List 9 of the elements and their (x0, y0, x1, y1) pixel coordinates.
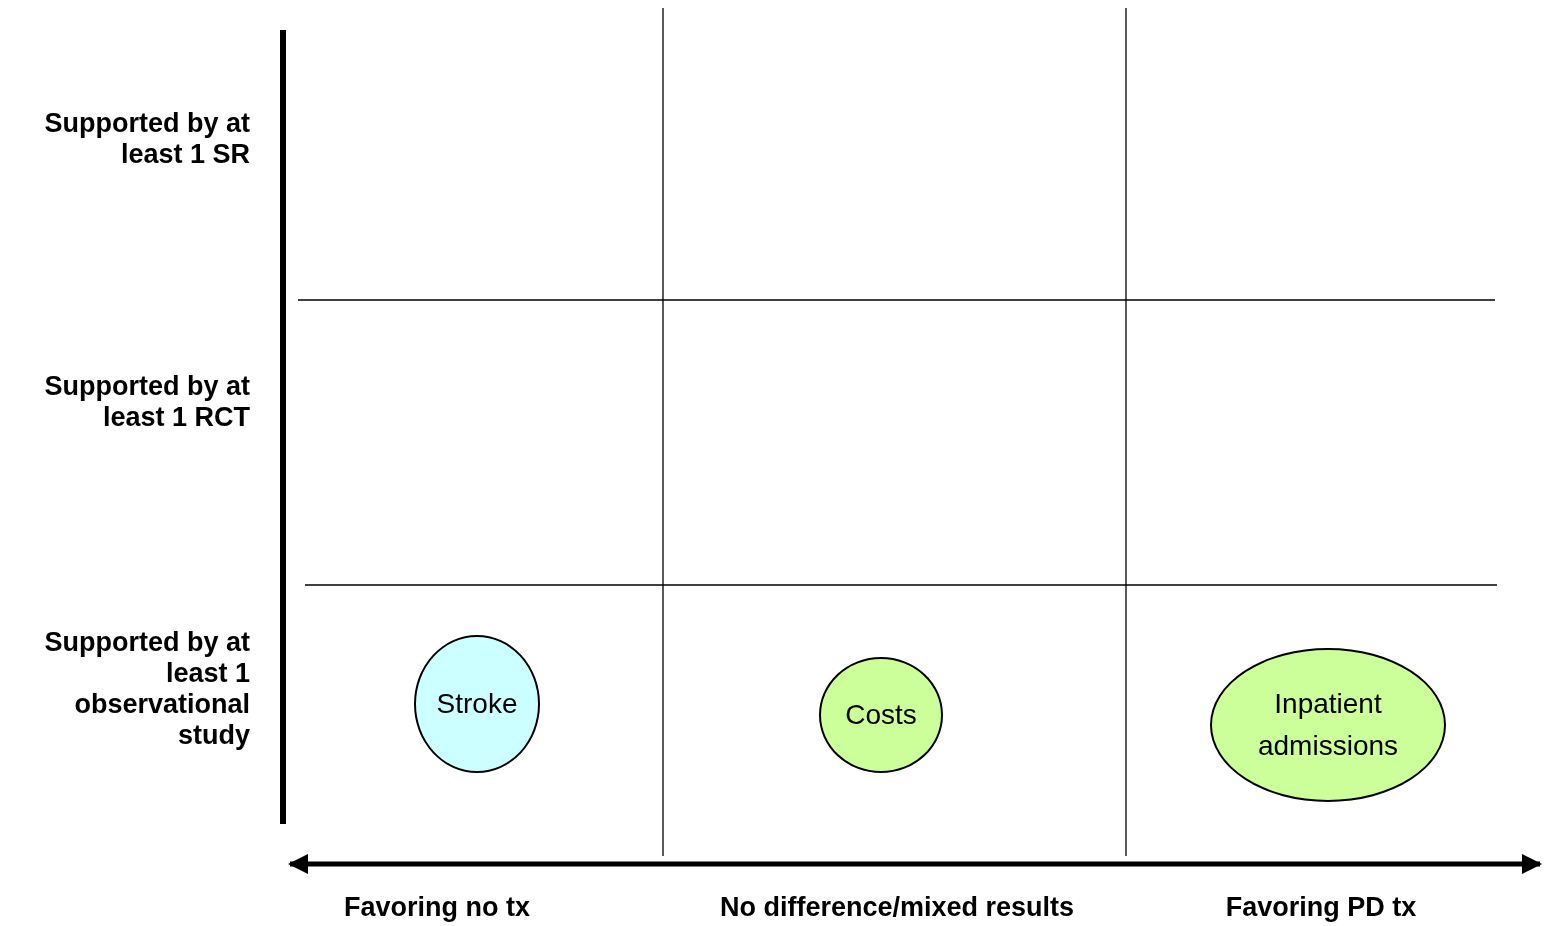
column-label: Favoring no tx (344, 892, 530, 924)
outcome-ellipse: Costs (819, 657, 943, 773)
row-label: Supported by at least 1 RCT (43, 371, 250, 434)
outcome-ellipse: Stroke (414, 635, 540, 773)
column-label: Favoring PD tx (1225, 892, 1417, 924)
outcome-ellipse: Inpatient admissions (1210, 648, 1446, 802)
row-label: Supported by at least 1 observational study (43, 627, 250, 752)
row-label: Supported by at least 1 SR (43, 108, 250, 171)
column-label: No difference/mixed results (719, 892, 1075, 924)
